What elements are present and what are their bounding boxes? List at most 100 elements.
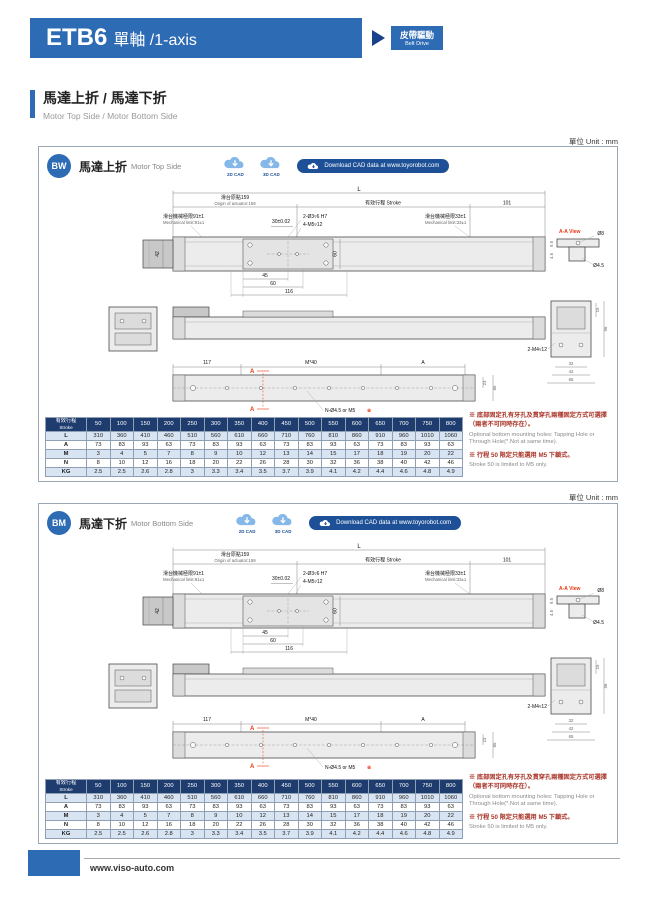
origin-label-en: Origin of actuator:159 xyxy=(214,201,256,206)
spec-value: 83 xyxy=(203,440,228,450)
spec-value: 28 xyxy=(274,458,299,468)
spec-value: 4.8 xyxy=(415,829,440,839)
accent-bar xyxy=(30,90,35,118)
spec-value: 10 xyxy=(109,458,134,468)
spec-value: 73 xyxy=(86,440,111,450)
row-label: N xyxy=(45,820,87,830)
cad-links: 2D CAD 3D CAD xyxy=(223,156,283,177)
row-label: KG xyxy=(45,467,87,477)
stroke-column-header: 150 xyxy=(133,778,158,795)
hole-callout-1: 2-Ø3▿6 H7 xyxy=(303,571,327,577)
spec-value: 28 xyxy=(274,820,299,830)
spec-value: 360 xyxy=(109,793,134,803)
dim-A: A xyxy=(421,717,425,723)
row-label: M xyxy=(45,449,87,459)
panel-motor-bottom-side: BM 馬達下折 Motor Bottom Side 2D CAD 3D CAD xyxy=(38,503,618,844)
spec-value: 83 xyxy=(391,440,416,450)
footer-url[interactable]: www.viso-auto.com xyxy=(90,863,175,873)
spec-value: 63 xyxy=(156,440,181,450)
spec-value: 73 xyxy=(368,440,393,450)
spec-value: 7 xyxy=(156,811,181,821)
spec-value: 960 xyxy=(391,793,416,803)
hole-callout-3: 2-M4▿12 xyxy=(528,347,548,353)
cad-3d-button[interactable]: 3D CAD xyxy=(259,156,283,177)
spec-value: 3.3 xyxy=(203,829,228,839)
spec-value: 20 xyxy=(203,820,228,830)
stroke-column-header: 750 xyxy=(415,416,440,433)
drive-type-box: 皮帶驅動 Belt Drive xyxy=(391,26,444,50)
spec-value: 19 xyxy=(391,449,416,459)
spec-value: 3.4 xyxy=(227,467,252,477)
cad-3d-button[interactable]: 3D CAD xyxy=(271,513,295,534)
end-view: 15 56 2-M4▿12 32 42 65 xyxy=(528,657,608,741)
spec-value: 20 xyxy=(415,449,440,459)
spec-value: 4.1 xyxy=(321,467,346,477)
spec-value: 3 xyxy=(180,467,205,477)
download-label: Download CAD data at www.toyorobot.com xyxy=(324,163,440,169)
download-cad-button[interactable]: Download CAD data at www.toyorobot.com xyxy=(309,516,462,530)
spec-value: 860 xyxy=(344,793,369,803)
dim-4-5: 4.5 xyxy=(549,609,554,616)
dim-9-5: 9.5 xyxy=(549,597,554,604)
spec-value: 73 xyxy=(180,802,205,812)
spec-value: 4 xyxy=(109,449,134,459)
dim-60: 60 xyxy=(333,608,339,614)
dim-45: 45 xyxy=(262,273,268,279)
dim-30: 30±0.02 xyxy=(272,219,290,225)
spec-value: 93 xyxy=(321,802,346,812)
spec-value: 910 xyxy=(368,431,393,441)
spec-value: 8 xyxy=(86,820,111,830)
spec-value: 2.8 xyxy=(156,829,181,839)
spec-value: 36 xyxy=(344,820,369,830)
spec-value: 2.5 xyxy=(86,467,111,477)
spec-value: 40 xyxy=(391,820,416,830)
spec-value: 93 xyxy=(321,440,346,450)
origin-label-cn: 滑台原點159 xyxy=(221,194,250,201)
spec-value: 38 xyxy=(368,820,393,830)
stroke-column-header: 250 xyxy=(180,778,205,795)
stroke-column-header: 700 xyxy=(391,778,416,795)
spec-value: 13 xyxy=(274,449,299,459)
dim-overall-length: L xyxy=(357,187,361,193)
spec-value: 46 xyxy=(438,820,463,830)
unit-label: 單位 Unit : mm xyxy=(568,493,618,502)
spec-value: 36 xyxy=(344,458,369,468)
cad-2d-label: 2D CAD xyxy=(226,171,244,177)
spec-value: 93 xyxy=(133,440,158,450)
download-cad-button[interactable]: Download CAD data at www.toyorobot.com xyxy=(297,159,450,173)
row-label: M xyxy=(45,811,87,821)
spec-value: 510 xyxy=(180,431,205,441)
stroke-column-header: 650 xyxy=(368,416,393,433)
cad-2d-button[interactable]: 2D CAD xyxy=(223,156,247,177)
panel-notes: ※ 底部固定孔有牙孔及貫穿孔兩種固定方式可選擇（兩者不可同時存在）。 Optio… xyxy=(469,412,611,475)
plan-view: L 滑台原點159 Origin of actuator:159 有效行程 St… xyxy=(142,544,546,654)
spec-value: 63 xyxy=(344,440,369,450)
spec-value: 810 xyxy=(321,793,346,803)
spec-value: 10 xyxy=(109,820,134,830)
spec-value: 18 xyxy=(180,820,205,830)
spec-value: 20 xyxy=(203,458,228,468)
dim-60: 60 xyxy=(333,251,339,257)
panel-header: BM 馬達下折 Motor Bottom Side 2D CAD 3D CAD xyxy=(47,509,609,537)
spec-value: 13 xyxy=(274,811,299,821)
stroke-dim-label: 有效行程 Stroke xyxy=(365,200,401,207)
spec-value: 410 xyxy=(133,431,158,441)
dim-9-5: 9.5 xyxy=(549,240,554,247)
spec-value: 760 xyxy=(297,431,322,441)
stroke-column-header: 500 xyxy=(297,416,322,433)
dim-32: 32 xyxy=(569,718,574,723)
panel-title-cn: 馬達下折 xyxy=(79,516,128,531)
spec-value: 17 xyxy=(344,811,369,821)
cloud-download-icon xyxy=(319,519,331,526)
stroke-column-header: 800 xyxy=(438,416,463,433)
cad-2d-button[interactable]: 2D CAD xyxy=(235,513,259,534)
spec-value: 1010 xyxy=(415,431,440,441)
dim-65: 65 xyxy=(569,377,574,382)
spec-value: 2.8 xyxy=(156,467,181,477)
spec-value: 810 xyxy=(321,431,346,441)
